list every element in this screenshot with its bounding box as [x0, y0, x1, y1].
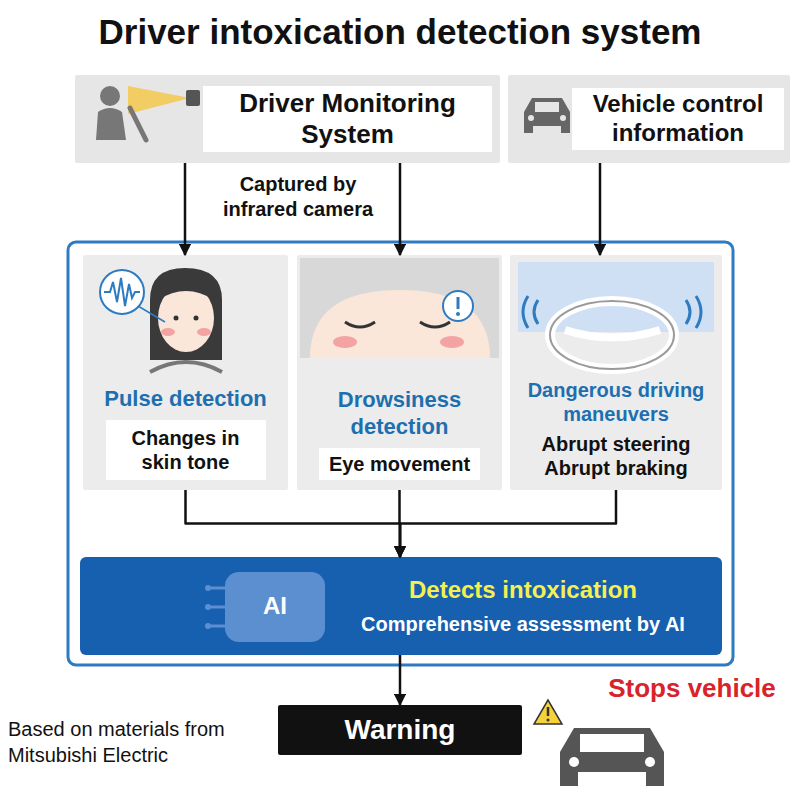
stopping-car-icon: [534, 700, 664, 786]
panel-detail: Abrupt steering Abrupt braking: [529, 432, 704, 480]
panel-title: Pulse detection: [104, 386, 267, 412]
panel-title: Dangerous driving maneuvers: [521, 378, 711, 426]
flow-arrow: [599, 163, 602, 255]
detection-frame: [68, 242, 733, 665]
flow-arrow: [399, 655, 402, 705]
action-label: Stops vehicle: [588, 672, 796, 705]
flow-arrow: [184, 163, 187, 255]
box-title: Vehicle control information: [572, 88, 784, 150]
chip-label: AI: [235, 591, 315, 621]
ai-heading: Detects intoxication: [409, 576, 637, 605]
diagram-title: Driver intoxication detection system: [0, 12, 800, 52]
ai-assessment-box: Detects intoxicationComprehensive assess…: [80, 557, 722, 655]
flow-arrow: [399, 163, 402, 255]
driver-camera-icon: [96, 86, 200, 140]
panel-detail: Changes in skin tone: [106, 420, 266, 480]
flow-arrow: [400, 490, 616, 557]
source-caption: Based on materials from Mitsubishi Elect…: [8, 716, 270, 768]
annotation-text: Captured by infrared camera: [208, 172, 388, 222]
ai-detail: Comprehensive assessment by AI: [361, 612, 685, 636]
ai-chip-icon: [205, 572, 325, 642]
car-icon: [524, 98, 570, 133]
steering-wheel-illustration: [518, 262, 714, 369]
panel-detail: Eye movement: [319, 448, 480, 480]
panel-title: Drowsiness detection: [312, 387, 487, 440]
warning-box: Warning: [278, 705, 522, 755]
pulse-face-illustration: [100, 268, 222, 372]
box-title: Driver Monitoring System: [203, 86, 492, 152]
warning-text: Warning: [345, 713, 456, 747]
flow-arrow: [186, 490, 401, 557]
drowsy-face-illustration: [300, 258, 499, 358]
